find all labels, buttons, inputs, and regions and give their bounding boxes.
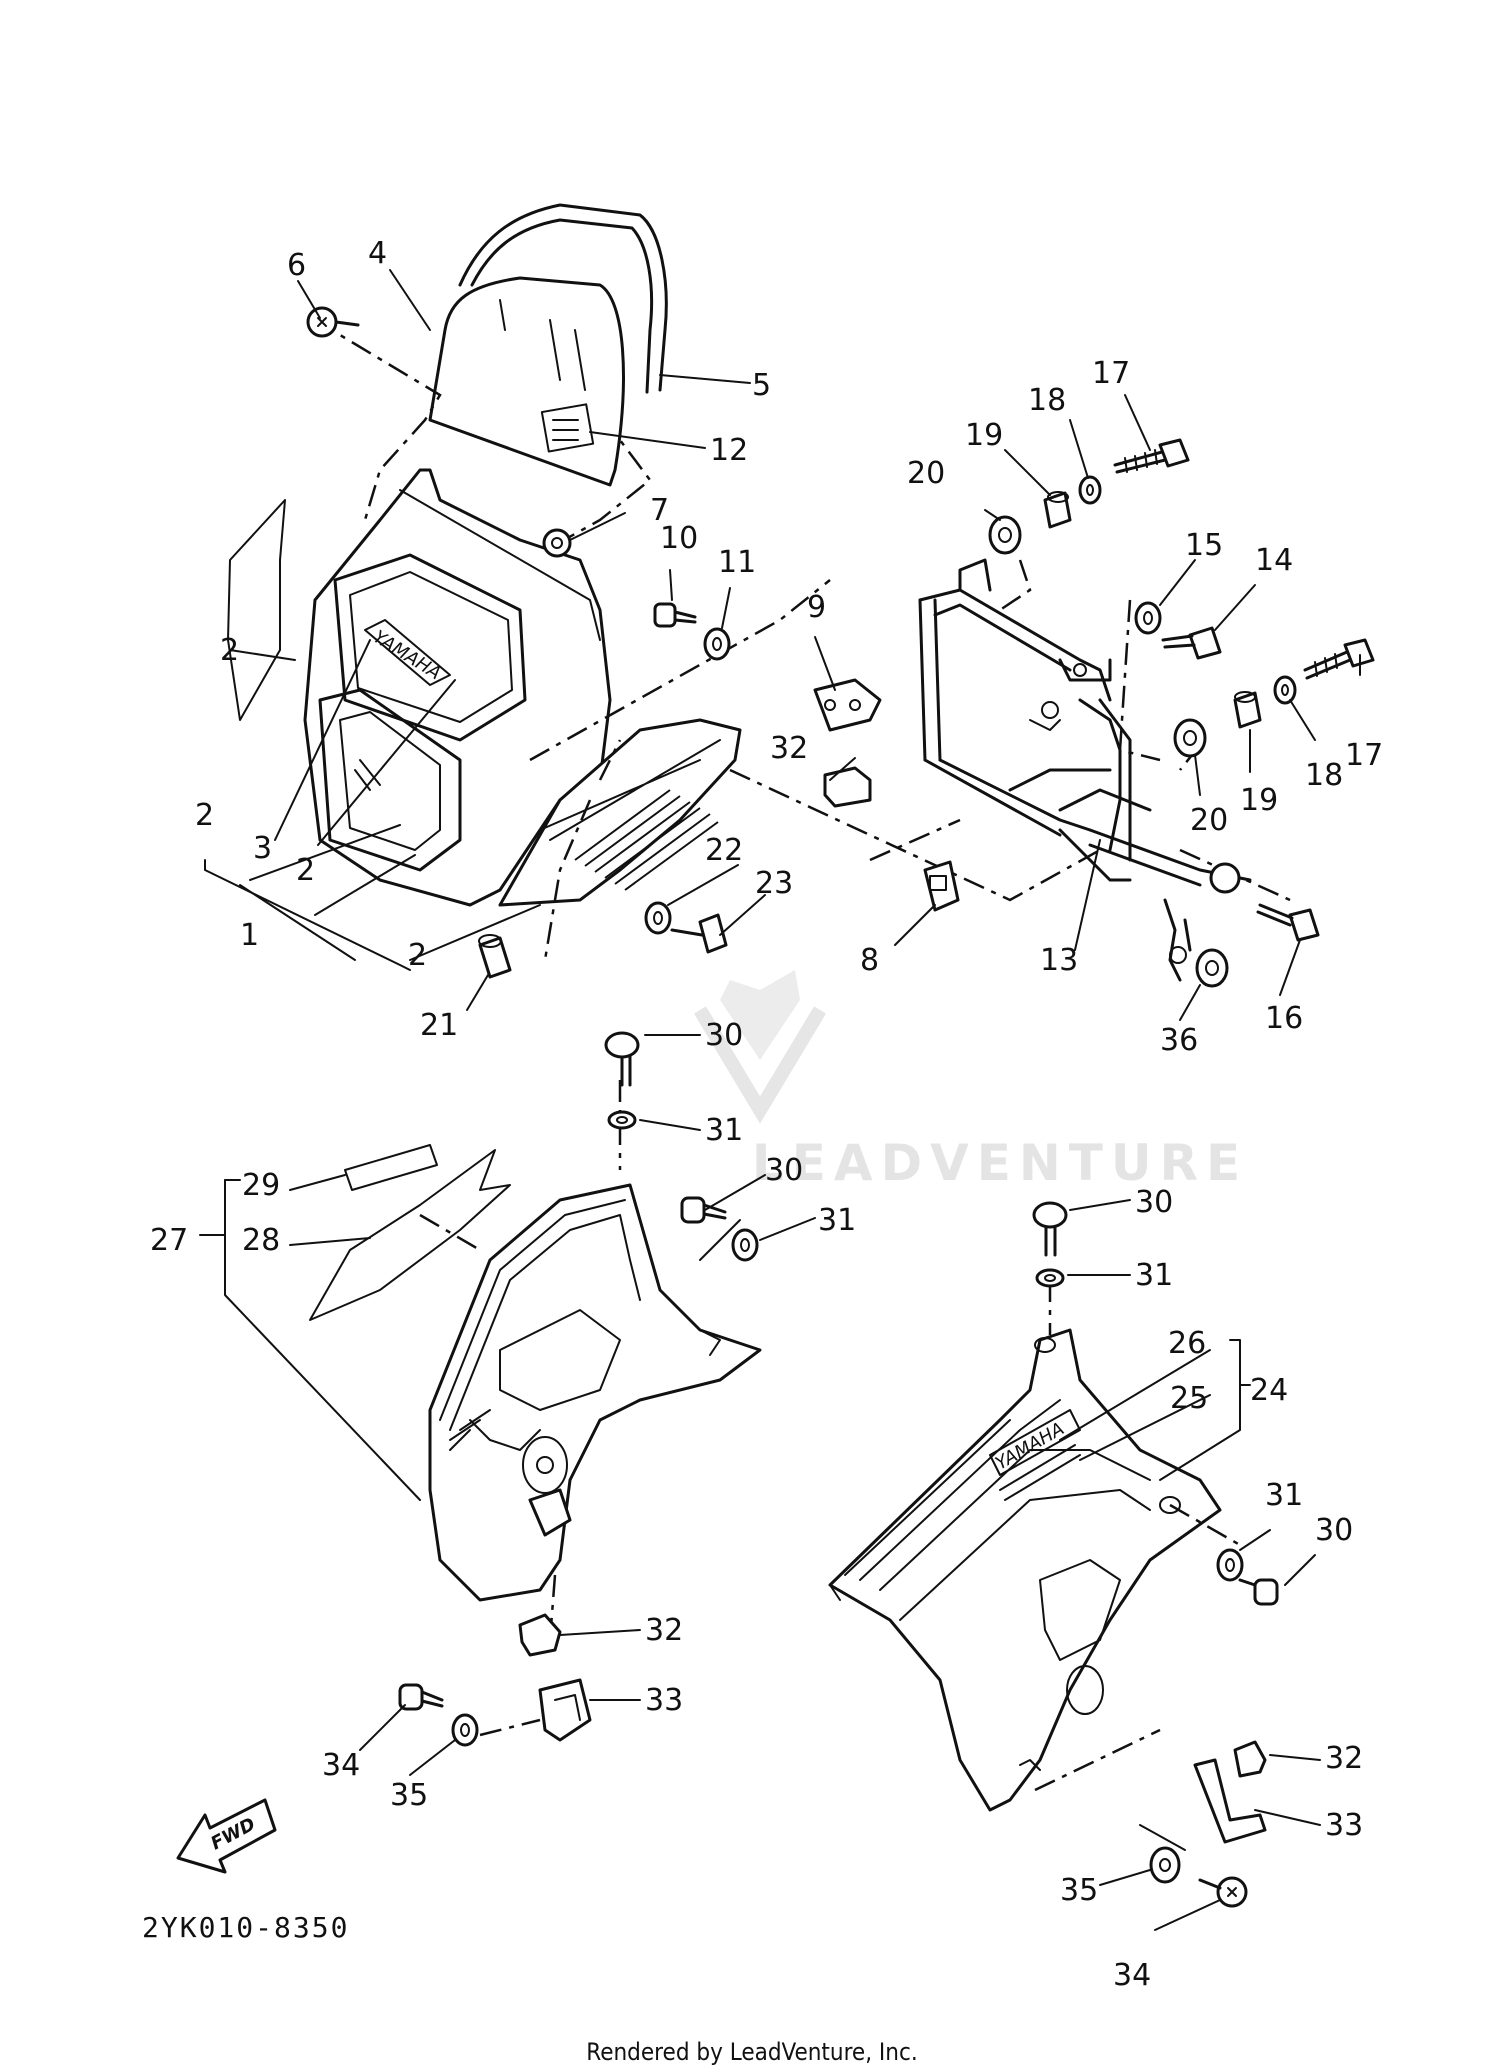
callout: 34	[322, 1748, 360, 1783]
callout: 7	[650, 493, 669, 528]
callout: 17	[1092, 356, 1130, 391]
footer-credit: Rendered by LeadVenture, Inc.	[586, 2038, 917, 2066]
callout: 35	[1060, 1873, 1098, 1908]
callout: 34	[1113, 1958, 1151, 1993]
callout: 9	[807, 590, 826, 625]
callout: 35	[390, 1778, 428, 1813]
callout: 31	[1265, 1478, 1303, 1513]
callout: 8	[860, 943, 879, 978]
callout: 30	[765, 1153, 803, 1188]
leader-lines	[199, 269, 1361, 1931]
callout: 29	[242, 1168, 280, 1203]
callout: 31	[818, 1203, 856, 1238]
callout: 28	[242, 1223, 280, 1258]
stay-bracket	[918, 558, 1252, 982]
callout: 27	[150, 1223, 188, 1258]
callout: 31	[1135, 1258, 1173, 1293]
callout: 32	[645, 1613, 683, 1648]
callout: 14	[1255, 543, 1293, 578]
callout: 21	[420, 1008, 458, 1043]
callout: 1	[240, 918, 259, 953]
cowling-assembly: YAMAHA	[227, 468, 742, 907]
callout: 19	[1240, 783, 1278, 818]
upper-hardware	[306, 306, 1375, 988]
upper-leader-lines	[314, 318, 1291, 961]
callout: 33	[645, 1683, 683, 1718]
callout: 30	[1135, 1185, 1173, 1220]
callout: 30	[1315, 1513, 1353, 1548]
callout: 32	[1325, 1741, 1363, 1776]
callout: 32	[770, 731, 808, 766]
callout: 10	[660, 521, 698, 556]
callout-labels: 1 2 2 2 2 3 4 5 6 7 8 9 10 11 12 13 14 1…	[150, 236, 1383, 1993]
callout: 25	[1170, 1381, 1208, 1416]
callout: 30	[705, 1018, 743, 1053]
windshield-assembly	[428, 203, 668, 487]
callout: 3	[253, 831, 272, 866]
callout: 11	[718, 545, 756, 580]
callout: 15	[1185, 528, 1223, 563]
callout: 2	[195, 798, 214, 833]
callout: 26	[1168, 1326, 1206, 1361]
callout: 19	[965, 418, 1003, 453]
left-panel-assembly	[309, 1080, 762, 1641]
right-panel-hardware	[1032, 1201, 1279, 1908]
callout: 36	[1160, 1023, 1198, 1058]
callout: 5	[752, 368, 771, 403]
callout: 16	[1265, 1001, 1303, 1036]
fwd-arrow-icon: FWD	[176, 1798, 277, 1874]
watermark-text: LEADVENTURE	[752, 1134, 1248, 1192]
part-code: 2YK010-8350	[142, 1911, 349, 1944]
watermark: LEADVENTURE	[693, 970, 1248, 1192]
left-panel-hardware	[398, 1031, 759, 1747]
callout: 33	[1325, 1808, 1363, 1843]
callout: 31	[705, 1113, 743, 1148]
callout: 2	[220, 633, 239, 668]
callout: 20	[907, 456, 945, 491]
right-panel-assembly: YAMAHA	[828, 1280, 1241, 1812]
callout: 18	[1028, 383, 1066, 418]
callout: 2	[296, 853, 315, 888]
callout: 4	[368, 236, 387, 271]
callout: 12	[710, 433, 748, 468]
callout: 17	[1345, 738, 1383, 773]
callout: 22	[705, 833, 743, 868]
callout: 23	[755, 866, 793, 901]
callout: 13	[1040, 943, 1078, 978]
callout: 20	[1190, 803, 1228, 838]
callout: 6	[287, 248, 306, 283]
callout: 24	[1250, 1373, 1288, 1408]
callout: 2	[408, 938, 427, 973]
callout: 18	[1305, 758, 1343, 793]
